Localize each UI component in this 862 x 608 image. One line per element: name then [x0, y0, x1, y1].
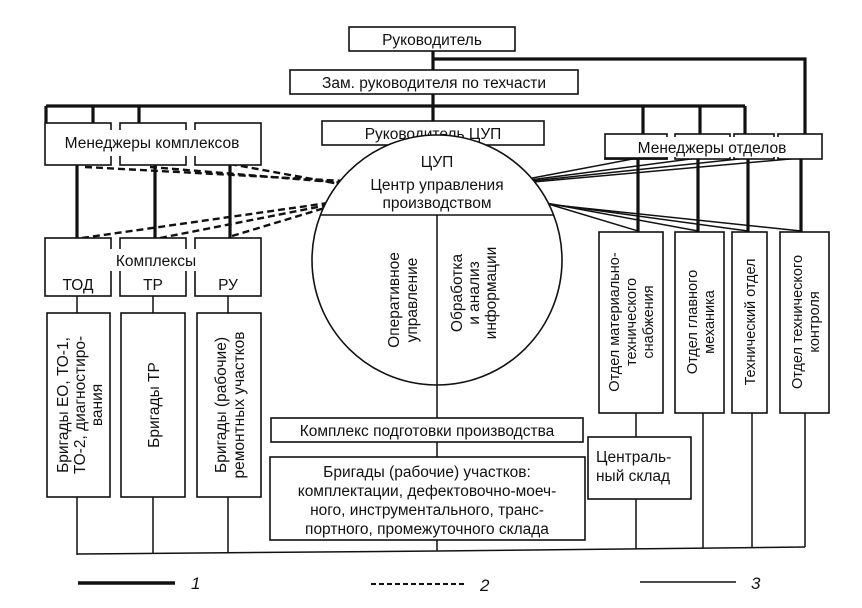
cup-operative-management: Оперативное управление — [386, 252, 421, 348]
prep-brigades-node: Бригады (рабочие) участков: комплектации… — [269, 456, 586, 541]
cup-title-line2: производством — [383, 195, 492, 212]
svg-text:ТО-2, диагностиро-: ТО-2, диагностиро- — [72, 336, 89, 474]
svg-text:1: 1 — [191, 574, 200, 593]
dashed-connectors — [81, 162, 346, 240]
central-warehouse-node: Централь- ный склад — [587, 436, 692, 500]
prep-complex-label: Комплекс подготовки производства — [300, 423, 555, 440]
svg-text:контроля: контроля — [807, 291, 823, 352]
department-managers-label: Менеджеры отделов — [638, 140, 787, 157]
deputy-node: Зам. руководителя по техчасти — [289, 69, 579, 95]
svg-text:снабжения: снабжения — [641, 285, 657, 358]
svg-text:комплектации, дефектовочно-мое: комплектации, дефектовочно-моеч- — [298, 483, 557, 500]
complexes-node: Комплексы ТОД ТР РУ — [44, 237, 262, 297]
svg-text:Отдел главного: Отдел главного — [685, 270, 701, 374]
svg-text:технического: технического — [624, 278, 640, 366]
svg-text:Бригады (рабочие): Бригады (рабочие) — [213, 337, 230, 473]
svg-text:3: 3 — [751, 574, 761, 593]
prep-complex-node: Комплекс подготовки производства — [270, 417, 584, 443]
svg-text:Оперативное: Оперативное — [386, 252, 403, 348]
svg-text:Бригады (рабочие) участков:: Бригады (рабочие) участков: — [323, 464, 531, 481]
svg-text:портного, промежуточного склад: портного, промежуточного склада — [305, 521, 549, 538]
svg-text:Технический отдел: Технический отдел — [743, 259, 759, 386]
svg-text:ремонтных участков: ремонтных участков — [231, 331, 248, 478]
complex-ru: РУ — [218, 277, 238, 294]
svg-text:ный склад: ный склад — [596, 468, 670, 485]
complex-tr: ТР — [143, 277, 163, 294]
deputy-label: Зам. руководителя по техчасти — [322, 75, 546, 92]
svg-text:Обработка: Обработка — [449, 254, 466, 333]
complex-tod: ТОД — [63, 277, 94, 294]
svg-text:вания: вания — [89, 384, 106, 426]
cup-info-analysis: Обработка и анализ информации — [449, 247, 500, 340]
legend-item-thick: 1 — [78, 574, 200, 593]
svg-text:ного, инструментального, транс: ного, инструментального, транс- — [310, 502, 544, 519]
svg-text:Отдел материально-: Отдел материально- — [607, 252, 623, 392]
dept-quality-control: Отдел технического контроля — [779, 231, 830, 414]
brigade-tr: Бригады ТР — [120, 312, 186, 498]
head-node: Руководитель — [348, 26, 516, 52]
thick-connectors — [44, 51, 807, 238]
complexes-title: Комплексы — [116, 253, 196, 270]
svg-text:2: 2 — [479, 576, 490, 595]
svg-text:Бригады ЕО, ТО-1,: Бригады ЕО, ТО-1, — [55, 337, 72, 473]
thin-connectors — [76, 157, 806, 555]
dept-technical: Технический отдел — [731, 231, 768, 414]
dept-material-supply: Отдел материально- технического снабжени… — [598, 231, 664, 414]
svg-text:Бригады ТР: Бригады ТР — [146, 362, 163, 448]
cup-title-line1: Центр управления — [370, 177, 503, 194]
svg-text:информации: информации — [483, 247, 500, 340]
legend-item-dashed: 2 — [371, 576, 490, 595]
svg-text:механика: механика — [702, 289, 718, 354]
complex-managers-node: Менеджеры комплексов — [44, 122, 262, 166]
svg-text:Отдел технического: Отдел технического — [790, 255, 806, 389]
svg-text:Централь-: Централь- — [596, 449, 671, 466]
legend: 1 2 3 — [78, 574, 761, 595]
svg-text:управление: управление — [404, 258, 421, 343]
dept-chief-mechanic: Отдел главного механика — [674, 231, 725, 414]
cup-abbr: ЦУП — [421, 154, 453, 171]
brigade-ru: Бригады (рабочие) ремонтных участков — [196, 312, 262, 498]
head-label: Руководитель — [382, 32, 482, 49]
department-managers-node: Менеджеры отделов — [604, 133, 823, 160]
legend-item-thin: 3 — [640, 574, 761, 593]
brigade-tod: Бригады ЕО, ТО-1, ТО-2, диагностиро- ван… — [46, 312, 111, 498]
cup-circle: ЦУП Центр управления производством Опера… — [311, 134, 563, 386]
svg-text:и анализ: и анализ — [466, 261, 483, 325]
complex-managers-label: Менеджеры комплексов — [65, 135, 240, 152]
